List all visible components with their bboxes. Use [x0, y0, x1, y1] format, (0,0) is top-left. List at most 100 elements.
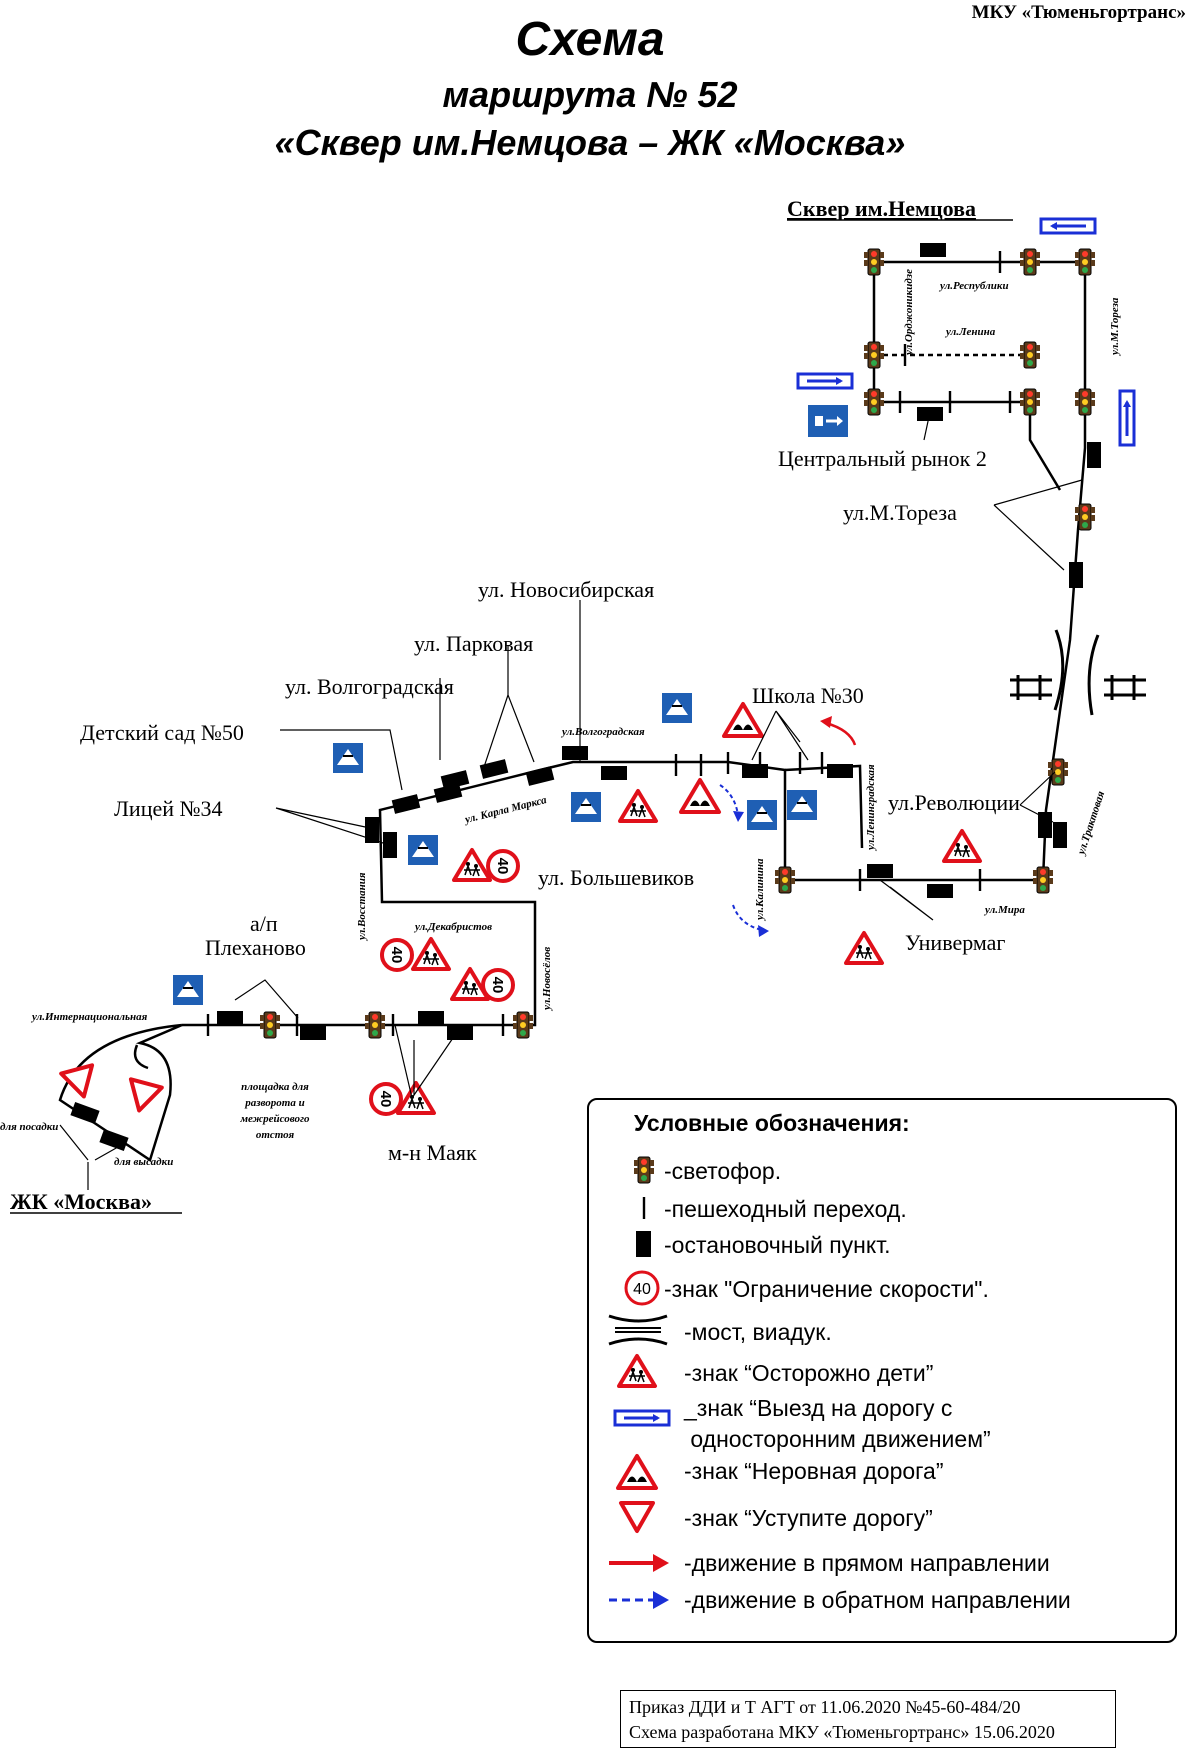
- lane-end-sign-icon: [808, 405, 848, 437]
- legend-children: -знак “Осторожно дети”: [684, 1360, 934, 1386]
- legend-traffic-light: -светофор.: [664, 1158, 782, 1184]
- svg-text:40: 40: [633, 1281, 651, 1298]
- footer-author-line: Схема разработана МКУ «Тюменьгортранс» 1…: [629, 1722, 1055, 1742]
- rough-road-sign-icon: [679, 778, 721, 814]
- legend-speed-limit: -знак "Ограничение скорости".: [664, 1276, 989, 1302]
- stop-marker: [525, 766, 555, 786]
- children-sign-icon: [617, 1354, 657, 1388]
- children-sign-icon: [396, 1081, 436, 1115]
- legend-rough-road: -знак “Неровная дорога”: [684, 1458, 944, 1484]
- stop-label-lyceum: Лицей №34: [114, 796, 223, 821]
- street-label-m-toreza: ул.М.Тореза: [1109, 297, 1121, 357]
- children-sign-icon: [844, 931, 884, 965]
- traffic-light-icon: [1074, 388, 1096, 416]
- leader-lines: [59, 411, 1083, 1190]
- stop-label-plekhanovo-line1: а/п: [250, 911, 278, 936]
- traffic-light-icon: [1032, 866, 1054, 894]
- crosswalk-icon: [642, 1197, 646, 1219]
- legend-box: Условные обозначения: 40 -светофор. -пеш…: [587, 1098, 1177, 1643]
- speed-bump-sign-icon: [787, 790, 817, 820]
- note-turnaround-1: площадка для: [241, 1081, 309, 1093]
- traffic-light-icon: [259, 1011, 281, 1039]
- legend-bridge: -мост, виадук.: [684, 1319, 832, 1345]
- street-label-mira: ул.Мира: [983, 904, 1025, 916]
- note-turnaround-2: разворота и: [244, 1097, 305, 1109]
- crosswalks: [206, 251, 1012, 1036]
- stop-label-plekhanovo-line2: Плеханово: [205, 935, 306, 960]
- stop-marker: [1053, 822, 1067, 848]
- street-label-ordzhonikidze: ул.Орджоникидзе: [903, 269, 915, 357]
- stop-marker: [827, 764, 853, 778]
- speed-bump-sign-icon: [408, 835, 438, 865]
- speed-limit-value: 40: [494, 858, 511, 875]
- traffic-light-icon: [1019, 388, 1041, 416]
- stop-marker: [70, 1101, 100, 1125]
- reverse-arrow-icon: [609, 1591, 669, 1609]
- yield-sign-icon: [121, 1077, 164, 1117]
- stop-marker: [300, 1026, 326, 1040]
- stop-marker: [217, 1011, 243, 1025]
- children-sign-icon: [452, 848, 492, 882]
- footer-order-line: Приказ ДДИ и Т АГТ от 11.06.2020 №45-60-…: [629, 1697, 1021, 1717]
- street-label-traktovaya: ул.Трактовая: [1075, 789, 1107, 857]
- stop-marker: [927, 884, 953, 898]
- note-alighting: для высадки: [114, 1156, 173, 1168]
- traffic-light-icon: [364, 1011, 386, 1039]
- street-label-karla-marksa: ул. Карла Маркса: [462, 794, 548, 826]
- legend-title: Условные обозначения:: [634, 1110, 910, 1136]
- stop-marker: [99, 1128, 129, 1152]
- stop-marker: [391, 794, 421, 814]
- speed-bump-sign-icon: [747, 800, 777, 830]
- title-route-number: маршрута № 52: [442, 74, 738, 115]
- stop-icon: [636, 1231, 651, 1257]
- speed-bump-sign-icon: [173, 975, 203, 1005]
- stop-marker: [1069, 562, 1083, 588]
- stop-label-parkovaya: ул. Парковая: [414, 631, 533, 656]
- traffic-light-icon: [863, 248, 885, 276]
- street-label-novoselov: ул.Новосёлов: [541, 947, 553, 1012]
- direction-arrows: [719, 716, 857, 937]
- legend-one-way-line1: _знак “Выезд на дорогу с: [684, 1395, 953, 1421]
- note-turnaround-4: отстоя: [256, 1129, 295, 1141]
- stop-marker: [742, 764, 768, 778]
- note-boarding: для посадки: [0, 1121, 58, 1133]
- stop-label-school: Школа №30: [752, 683, 864, 708]
- traffic-lights: [259, 248, 1096, 1039]
- traffic-light-icon: [1019, 248, 1041, 276]
- stop-marker: [920, 243, 946, 257]
- stops: [70, 243, 1101, 1152]
- one-way-sign-icon: [1039, 217, 1097, 235]
- stop-marker: [433, 783, 463, 803]
- title-route-name: «Сквер им.Немцова – ЖК «Москва»: [274, 122, 906, 163]
- street-label-dekabristov: ул.Декабристов: [413, 921, 492, 933]
- stop-marker: [479, 759, 509, 779]
- stop-marker: [418, 1011, 444, 1025]
- traffic-light-icon: [774, 866, 796, 894]
- speed-bump-sign-icon: [333, 743, 363, 773]
- legend-stop: -остановочный пункт.: [664, 1232, 891, 1258]
- children-sign-icon: [942, 829, 982, 863]
- traffic-light-icon: [512, 1011, 534, 1039]
- route-line: [58, 260, 1087, 1162]
- stop-marker: [447, 1026, 473, 1040]
- speed-limit-icon: 40: [624, 1270, 660, 1306]
- one-way-sign-icon: [796, 372, 854, 390]
- traffic-light-icon: [1019, 341, 1041, 369]
- stop-label-central-market: Центральный рынок 2: [778, 446, 987, 471]
- stop-label-bolshevikov: ул. Большевиков: [538, 865, 694, 890]
- terminal-start-label: Сквер им.Немцова: [787, 196, 976, 221]
- title-scheme: Схема: [515, 13, 665, 66]
- speed-limit-value: 40: [489, 977, 506, 994]
- speed-limit-signs: 40 40 40 40: [369, 849, 520, 1116]
- street-label-respubliki: ул.Республики: [938, 280, 1009, 292]
- speed-bump-sign-icon: [662, 693, 692, 723]
- one-way-sign-icon: [1118, 389, 1136, 447]
- traffic-light-icon: [633, 1156, 655, 1184]
- stop-label-novosibirskaya: ул. Новосибирская: [478, 577, 654, 602]
- stop-marker: [562, 746, 588, 760]
- street-label-lenina: ул.Ленина: [944, 326, 996, 338]
- street-label-leningradskaya: ул.Ленинградская: [865, 764, 877, 852]
- footer-box: Приказ ДДИ и Т АГТ от 11.06.2020 №45-60-…: [620, 1690, 1116, 1748]
- stop-label-revolyutsii: ул.Революции: [888, 790, 1020, 815]
